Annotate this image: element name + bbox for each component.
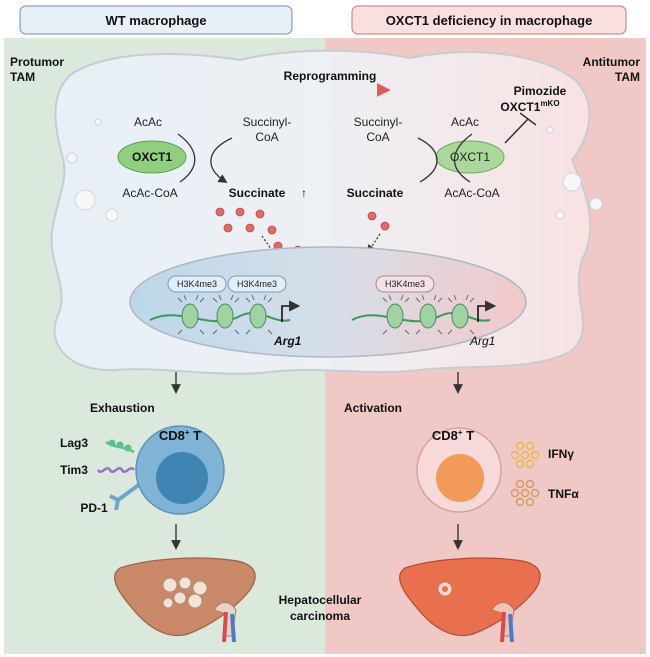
right-enzyme-label: OXCT1 [450, 150, 490, 164]
tcell-left-label: CD8+ T [159, 428, 201, 443]
cytokine-tnfa-dots [510, 479, 540, 507]
h3k4me3-label-left-2: H3K4me3 [237, 279, 277, 289]
gene-arg1-left: Arg1 [273, 334, 302, 348]
left-substrate: AcAc [134, 115, 162, 129]
receptor-pd1: PD-1 [80, 501, 108, 515]
side-label-right-2: TAM [615, 70, 640, 84]
cytokine-tnfa: TNFα [548, 487, 579, 501]
left-reaction-arrows [177, 133, 232, 182]
header-left: WT macrophage [105, 13, 206, 28]
cytokine-ifng: IFNγ [548, 447, 574, 461]
side-label-right-1: Antitumor [583, 55, 641, 69]
liver-right [399, 557, 541, 643]
right-enzyme-oxct1 [435, 140, 505, 174]
left-product: AcAc-CoA [122, 186, 177, 200]
outcome-label-1: Hepatocellular [279, 593, 362, 607]
header-box-right [351, 5, 627, 35]
reprogramming-label: Reprogramming [284, 69, 377, 83]
side-label-left-2: TAM [10, 70, 35, 84]
left-enzyme-oxct1 [117, 140, 187, 174]
succinate-up-arrow: ↑ [301, 186, 307, 200]
h3k4me3-label-right: H3K4me3 [385, 279, 425, 289]
activation-label: Activation [344, 401, 402, 415]
header-box-left [19, 5, 293, 35]
right-substrate: AcAc [451, 115, 479, 129]
right-cosubstrate-2: CoA [366, 130, 389, 144]
h3k4me3-badge-left-2 [227, 275, 287, 293]
inhibition-bar [504, 112, 537, 144]
nucleus [129, 246, 527, 358]
receptor-tim3: Tim3 [60, 463, 88, 477]
h3k4me3-badge-left-1 [167, 275, 227, 293]
gene-arg1-right: Arg1 [469, 334, 495, 348]
chromatin-left [149, 294, 301, 335]
tcell-right-nucleus [436, 454, 484, 502]
right-product: AcAc-CoA [444, 186, 499, 200]
left-enzyme-label: OXCT1 [132, 150, 172, 164]
inhibitor-drug: Pimozide [514, 84, 567, 98]
cytokine-ifng-dots [510, 441, 540, 469]
right-cosubstrate-1: Succinyl- [354, 115, 403, 129]
tcell-right-label: CD8+ T [432, 428, 474, 443]
left-succinate: Succinate [229, 186, 286, 200]
h3k4me3-badge-right [375, 275, 435, 293]
left-cosubstrate-2: CoA [255, 130, 278, 144]
right-reaction-arrows [417, 133, 473, 183]
chromatin-right [351, 294, 497, 335]
liver-left [114, 557, 256, 643]
right-succinate: Succinate [347, 186, 404, 200]
h3k4me3-label-left-1: H3K4me3 [177, 279, 217, 289]
exhaustion-label: Exhaustion [90, 401, 155, 415]
side-label-left-1: Protumor [10, 55, 64, 69]
receptor-lag3: Lag3 [60, 436, 88, 450]
receptors-left [96, 439, 142, 511]
left-cosubstrate-1: Succinyl- [243, 115, 292, 129]
tcell-left-nucleus [156, 452, 208, 504]
header-right: OXCT1 deficiency in macrophage [386, 13, 593, 28]
outcome-label-2: carcinoma [290, 609, 350, 623]
vesicles [66, 118, 603, 222]
inhibitor-gene: OXCT1mKO [500, 99, 559, 114]
